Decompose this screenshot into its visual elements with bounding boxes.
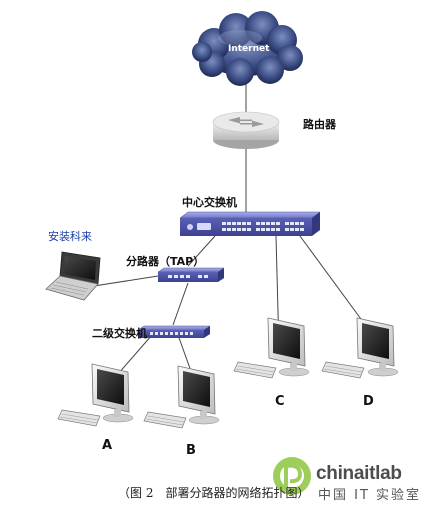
- pc-c: [233, 317, 310, 379]
- pc-d-label: D: [363, 394, 374, 409]
- link-switch2-pc-b: [177, 334, 193, 375]
- chinaitlab-logo-icon: [273, 457, 311, 495]
- watermark-brand: chinaitlab: [316, 463, 402, 484]
- pc-c-label: C: [275, 394, 285, 409]
- laptop: [45, 251, 101, 301]
- core-switch-label: 中心交换机: [182, 196, 237, 209]
- link-core-pc-d: [299, 235, 370, 331]
- watermark-brand-cn: 中国 IT 实验室: [318, 488, 422, 503]
- pc-b-label: B: [186, 443, 196, 458]
- tap-label: 分路器（TAP）: [126, 255, 205, 268]
- router: [212, 111, 280, 149]
- internet-label: Internet: [228, 44, 270, 54]
- pc-b: [143, 365, 220, 429]
- internet-cloud: [192, 11, 303, 86]
- link-laptop-tap: [93, 275, 159, 287]
- router-label: 路由器: [303, 118, 336, 131]
- tap-device: [157, 267, 225, 282]
- pc-a-label: A: [102, 438, 113, 453]
- figure-caption: （图 2 部署分路器的网络拓扑图）: [118, 486, 310, 500]
- laptop-label: 安装科来: [48, 230, 92, 243]
- link-core-tap: [187, 235, 216, 267]
- secondary-switch-label: 二级交换机: [92, 327, 147, 340]
- pc-a: [57, 363, 134, 427]
- core-switch-ports: [222, 222, 304, 231]
- connection-lines: [93, 78, 370, 375]
- router-arrows-icon: [228, 117, 264, 127]
- core-switch: [179, 211, 321, 236]
- link-switch2-pc-a: [117, 334, 153, 375]
- link-tap-switch2: [172, 282, 189, 326]
- secondary-switch: [137, 325, 211, 338]
- pc-d: [321, 317, 399, 379]
